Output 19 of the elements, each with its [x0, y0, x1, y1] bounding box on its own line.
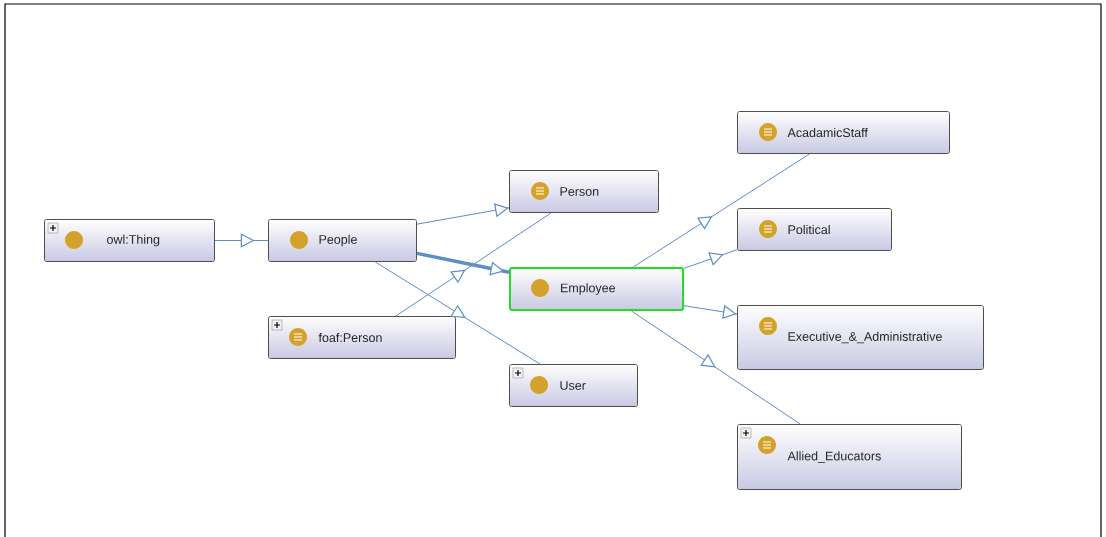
arrow: [374, 261, 541, 365]
arrow: [395, 212, 552, 317]
class-box: Employee: [509, 267, 684, 311]
class-box: Executive_&_Administrative: [737, 305, 984, 370]
arrow: [683, 304, 738, 319]
class-box: User: [509, 364, 638, 407]
class-box: owl:Thing: [44, 219, 215, 262]
class-box: Person: [509, 170, 659, 213]
class-box: foaf:Person: [268, 316, 456, 359]
arrow: [683, 249, 738, 269]
class-box: Political: [737, 208, 892, 251]
class-box: Allied_Educators: [737, 424, 962, 490]
arrow: [214, 233, 269, 248]
arrow: [632, 153, 810, 268]
arrow: [631, 310, 801, 425]
class-box: People: [268, 219, 417, 262]
class-box: AcadamicStaff: [737, 111, 950, 154]
arrow: [416, 251, 510, 276]
arrow: [416, 203, 510, 225]
